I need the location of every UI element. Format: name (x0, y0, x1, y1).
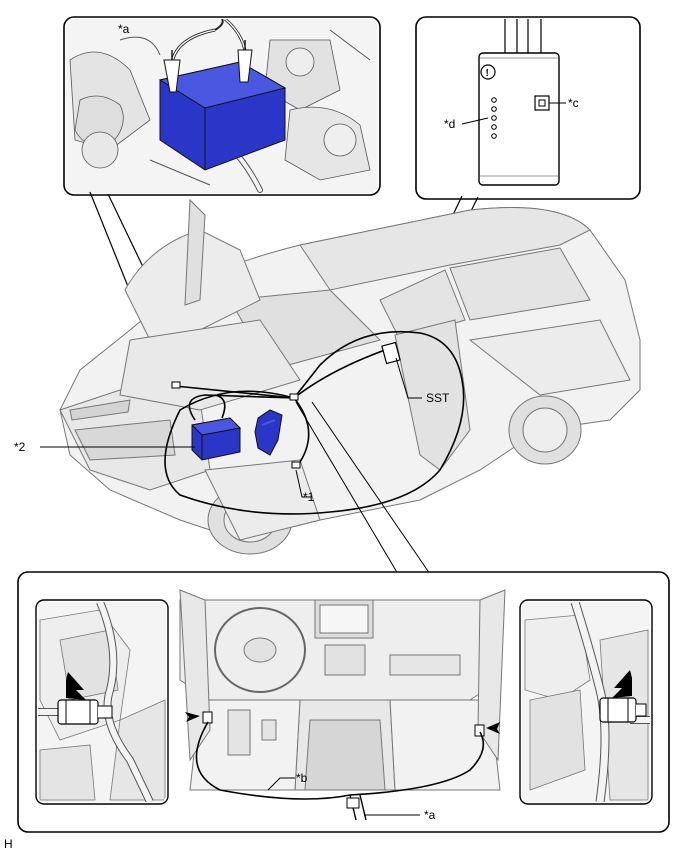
label-1: *1 (303, 490, 315, 504)
battery-inset (158, 61, 287, 171)
black-arrow-icon (486, 722, 500, 734)
inset-interior: *b *a (17, 571, 670, 833)
connector-detail-left (57, 699, 113, 725)
connector-detail-right (599, 697, 647, 723)
inset-tester: ! *c *d (415, 16, 641, 200)
black-arrow-icon (612, 670, 632, 698)
label-leaders (40, 357, 431, 575)
connector-icon (171, 381, 181, 389)
connector-icon (474, 724, 485, 737)
detail-left (35, 599, 169, 805)
label-c: *c (568, 96, 579, 110)
component-1 (254, 409, 283, 456)
label-b: *b (296, 771, 308, 785)
inset-engine-bay: *a (63, 16, 381, 196)
connector-icon (346, 797, 360, 809)
power-icon-mark: ! (486, 68, 489, 79)
vehicle (59, 198, 641, 555)
cables-main (164, 330, 465, 515)
clamp-icon (237, 40, 253, 83)
connector-icon (291, 461, 301, 469)
connector-icon (202, 711, 213, 724)
black-arrow-icon (66, 672, 86, 700)
connector-icon (289, 393, 299, 401)
label-a-bottom: *a (424, 808, 436, 822)
clamp-icon (163, 50, 181, 93)
figure-code: H (4, 837, 13, 851)
detail-right (519, 599, 653, 805)
square-button-icon (534, 95, 550, 111)
black-arrow-icon (185, 712, 200, 722)
cable-b (195, 721, 485, 800)
sst-module (381, 341, 401, 365)
label-a-top: *a (118, 22, 130, 36)
led-indicators (491, 97, 497, 139)
battery (190, 417, 242, 461)
label-2: *2 (14, 440, 26, 454)
power-icon (480, 64, 496, 80)
label-d: *d (444, 117, 455, 131)
label-sst: SST (426, 391, 450, 405)
